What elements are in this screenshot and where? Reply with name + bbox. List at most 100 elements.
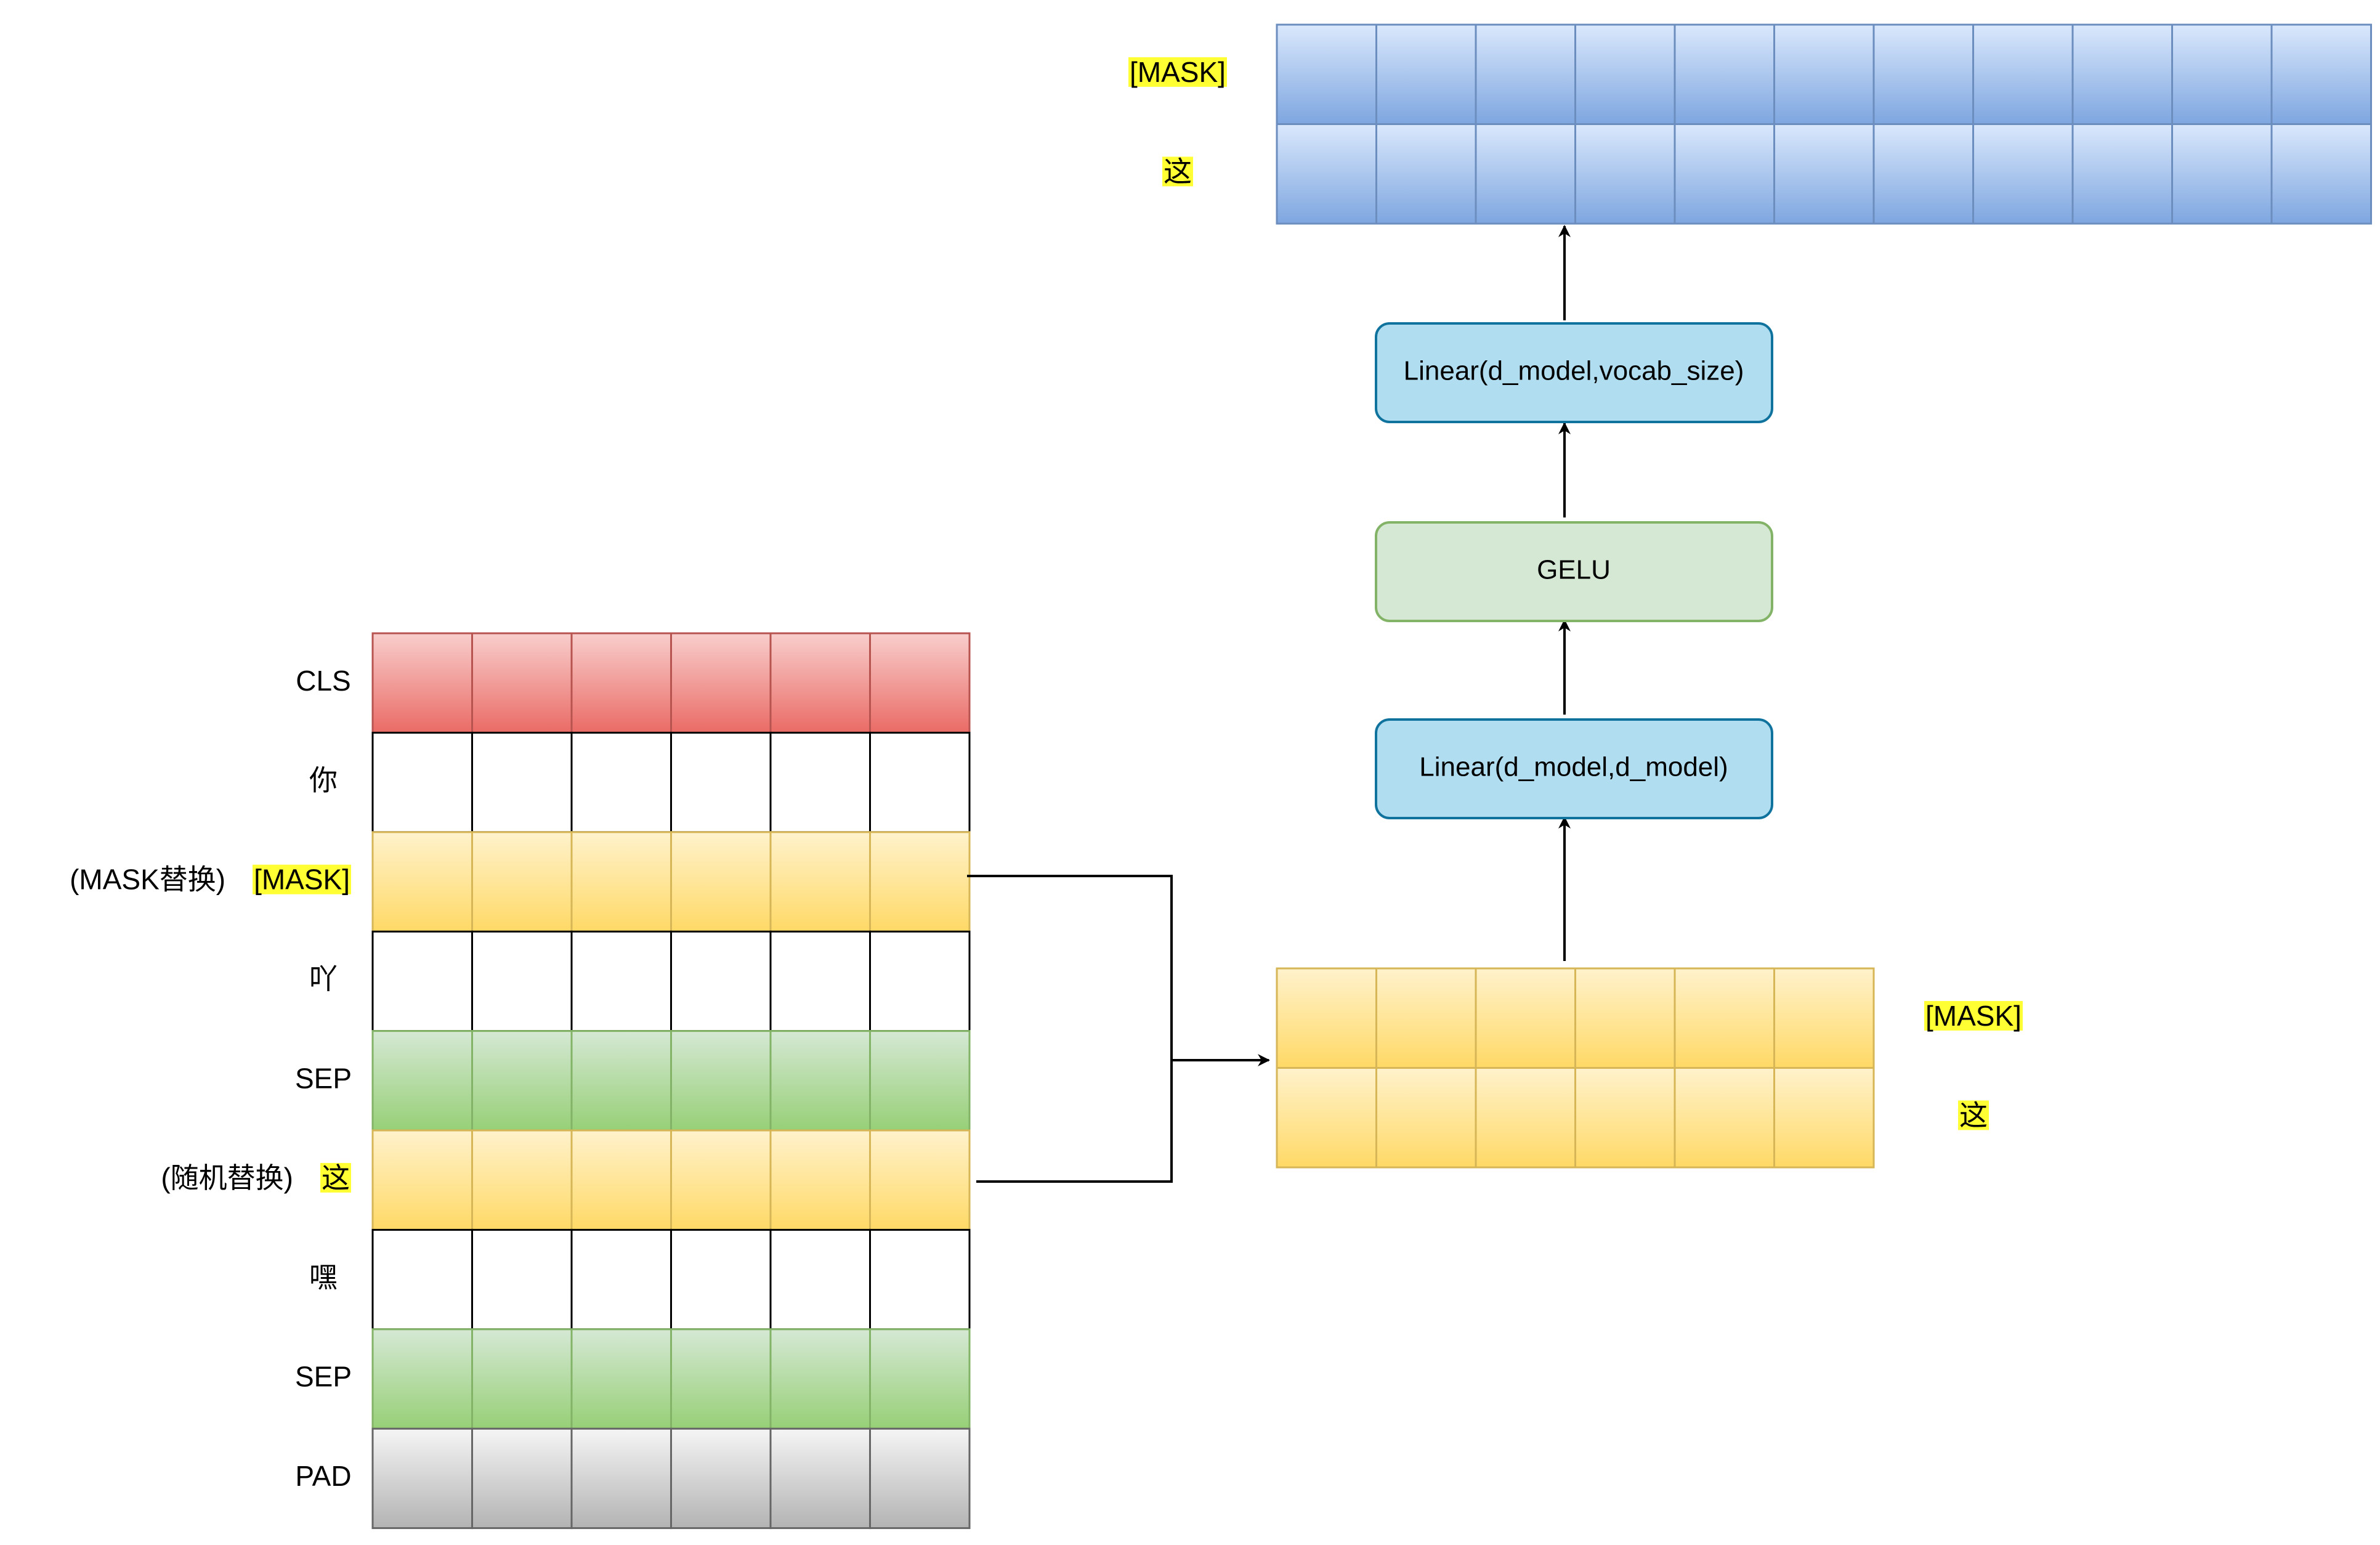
input-cell-red <box>670 632 772 734</box>
output-logit-cell <box>1574 23 1676 125</box>
selected-cell <box>1276 967 1377 1069</box>
input-cell-yellow <box>471 1129 573 1231</box>
input-cell-yellow <box>471 831 573 933</box>
input-cell-white <box>670 1228 772 1331</box>
input-cell-yellow <box>670 831 772 933</box>
output-logits-grid <box>1276 23 2372 225</box>
output-logit-cell <box>2071 123 2173 225</box>
input-cell-yellow <box>570 1129 672 1231</box>
input-cell-white <box>471 731 573 833</box>
input-token-label: CLS <box>296 665 350 697</box>
input-cell-yellow <box>570 831 672 933</box>
selected-cell <box>1375 967 1477 1069</box>
output-logit-cell <box>1872 23 1974 125</box>
input-cell-white <box>769 731 871 833</box>
connector-random-row <box>976 1060 1173 1183</box>
input-token-label: 吖 <box>309 963 338 995</box>
output-token-label-highlight <box>1128 57 1227 87</box>
input-cell-yellow <box>670 1129 772 1231</box>
input-cell-gray <box>869 1427 971 1530</box>
input-cell-white <box>869 731 971 833</box>
output-logit-cell <box>1972 123 2074 225</box>
input-embedding-grid <box>371 632 971 1530</box>
selected-cell <box>1773 1067 1875 1169</box>
output-token-labels: [MASK] 这 <box>1128 56 1227 187</box>
input-cell-white <box>471 930 573 1032</box>
linear-d-model-layer-label: Linear(d_model,d_model) <box>1419 752 1728 782</box>
selected-token-label-highlight <box>1924 1000 2023 1031</box>
output-logit-cell <box>2171 123 2273 225</box>
input-cell-gray <box>371 1427 473 1530</box>
output-logit-cell <box>1972 23 2074 125</box>
input-cell-yellow <box>371 1129 473 1231</box>
output-logit-cell <box>2270 23 2372 125</box>
selected-cell <box>1475 967 1576 1069</box>
input-cell-yellow <box>769 831 871 933</box>
input-cell-gray <box>570 1427 672 1530</box>
gelu-layer-label: GELU <box>1537 555 1611 585</box>
output-token-label-highlight <box>1162 156 1193 187</box>
input-cell-gray <box>769 1427 871 1530</box>
input-cell-red <box>371 632 473 734</box>
output-logit-cell <box>1475 123 1576 225</box>
linear-vocab-layer <box>1375 322 1773 423</box>
input-cell-green <box>471 1030 573 1132</box>
input-cell-yellow <box>769 1129 871 1231</box>
output-logit-cell <box>1276 23 1377 125</box>
selected-token-grid <box>1276 967 1875 1169</box>
input-cell-white <box>769 930 871 1032</box>
input-token-label: [MASK] <box>254 864 350 896</box>
input-token-label: 嘿 <box>309 1261 338 1293</box>
input-cell-yellow <box>869 831 971 933</box>
input-cell-white <box>371 930 473 1032</box>
input-cell-white <box>371 1228 473 1331</box>
input-cell-white <box>371 731 473 833</box>
output-logit-cell <box>1872 123 1974 225</box>
input-cell-white <box>570 930 672 1032</box>
output-logit-cell <box>1276 123 1377 225</box>
selected-cell <box>1574 1067 1676 1169</box>
input-cell-green <box>769 1328 871 1430</box>
output-token-label: 这 <box>1164 155 1192 187</box>
gelu-layer <box>1375 521 1773 622</box>
input-cell-white <box>670 930 772 1032</box>
input-token-label-highlight <box>253 864 351 894</box>
input-cell-green <box>670 1328 772 1430</box>
output-logit-cell <box>1773 123 1875 225</box>
input-token-label: 这 <box>322 1162 350 1194</box>
input-cell-green <box>371 1030 473 1132</box>
input-token-label-highlight <box>320 1162 351 1193</box>
input-cell-red <box>471 632 573 734</box>
output-logit-cell <box>1674 123 1775 225</box>
input-token-label: SEP <box>295 1062 352 1094</box>
input-cell-green <box>570 1030 672 1132</box>
selected-cell <box>1375 1067 1477 1169</box>
input-cell-red <box>769 632 871 734</box>
replacement-note-label: (随机替换) <box>161 1162 293 1194</box>
output-logit-cell <box>1475 23 1576 125</box>
output-token-label: [MASK] <box>1130 56 1226 88</box>
input-cell-gray <box>670 1427 772 1530</box>
selected-token-labels: [MASK]这 <box>1924 1000 2023 1131</box>
output-logit-cell <box>1375 23 1477 125</box>
input-cell-gray <box>471 1427 573 1530</box>
input-cell-green <box>869 1328 971 1430</box>
linear-vocab-layer-label: Linear(d_model,vocab_size) <box>1404 356 1744 386</box>
input-cell-yellow <box>371 831 473 933</box>
input-cell-white <box>670 731 772 833</box>
output-logit-cell <box>1773 23 1875 125</box>
connector-mask-row <box>967 875 1173 1060</box>
selection-connectors <box>967 875 1270 1183</box>
input-token-label: SEP <box>295 1361 352 1393</box>
selected-cell <box>1674 967 1775 1069</box>
output-logit-cell <box>1574 123 1676 225</box>
selected-cell <box>1773 967 1875 1069</box>
selected-token-label-highlight <box>1958 1100 1989 1130</box>
selected-cell <box>1674 1067 1775 1169</box>
input-cell-green <box>670 1030 772 1132</box>
output-logit-cell <box>2171 23 2273 125</box>
input-cell-red <box>869 632 971 734</box>
input-cell-green <box>769 1030 871 1132</box>
